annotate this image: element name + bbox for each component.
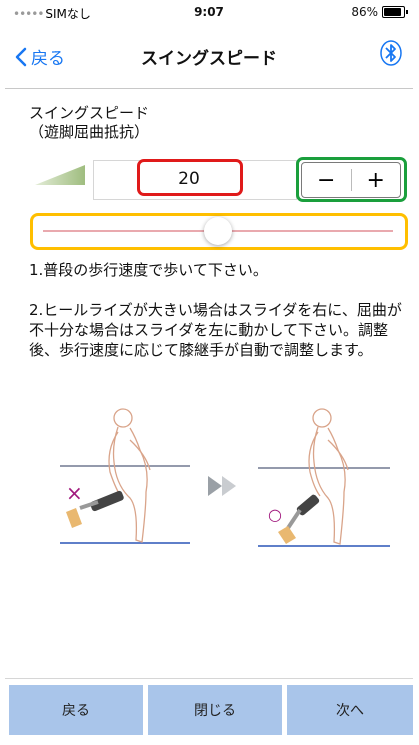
slider-thumb[interactable] [204,217,232,245]
instruction-step-1: 1.普段の歩行速度で歩いて下さい。 [29,261,268,279]
setting-caption-title: スイングスピード [29,104,150,122]
right-mark: ○ [268,505,282,524]
arrow-icon-2 [222,476,236,496]
bluetooth-button[interactable] [379,40,403,70]
value-stepper: − + [301,162,401,198]
bluetooth-icon [380,40,402,66]
slider-highlight [30,213,408,250]
value-highlight [137,159,243,196]
app-screen: •••••SIMなし 9:07 86% 戻る スイングスピード スイングスピード… [5,0,413,745]
setting-caption: スイングスピード （遊脚屈曲抵抗） [29,104,149,142]
walking-figure-incorrect [60,408,190,544]
battery-percent: 86% [351,5,378,19]
page-title: スイングスピード [141,49,277,69]
setting-caption-subtitle: （遊脚屈曲抵抗） [29,123,150,141]
battery-status: 86% [351,5,408,19]
walking-figure-correct [258,408,390,547]
stepper-divider [350,169,352,191]
chevron-left-icon [15,47,27,66]
navigation-bar: 戻る スイングスピード [5,26,413,89]
signal-dots-icon: ••••• [13,7,44,21]
status-time: 9:07 [194,5,224,19]
prosthetic-leg-correct [278,494,320,544]
wrong-mark: × [66,481,83,505]
battery-icon [382,6,408,18]
speed-value[interactable]: 20 [178,169,200,189]
intensity-ramp-icon [35,165,85,185]
arrow-icon [208,476,222,496]
back-button[interactable]: 戻る [15,44,65,69]
footer-back-button[interactable]: 戻る [9,685,143,735]
carrier: •••••SIMなし [13,7,91,21]
instruction-step-2: 2.ヒールライズが大きい場合はスライダを右に、屈曲が不十分な場合はスライダを左に… [29,301,402,359]
increment-button[interactable]: + [366,167,385,193]
stepper-highlight [296,157,407,202]
close-button[interactable]: 閉じる [148,685,282,735]
status-bar: •••••SIMなし 9:07 86% [5,0,413,26]
back-label: 戻る [31,49,65,69]
gait-illustration: × ○ [60,408,390,547]
next-button[interactable]: 次へ [287,685,413,735]
decrement-button[interactable]: − [317,167,336,193]
prosthetic-leg-incorrect [66,490,124,528]
footer-bar: 戻る 閉じる 次へ [5,678,413,745]
